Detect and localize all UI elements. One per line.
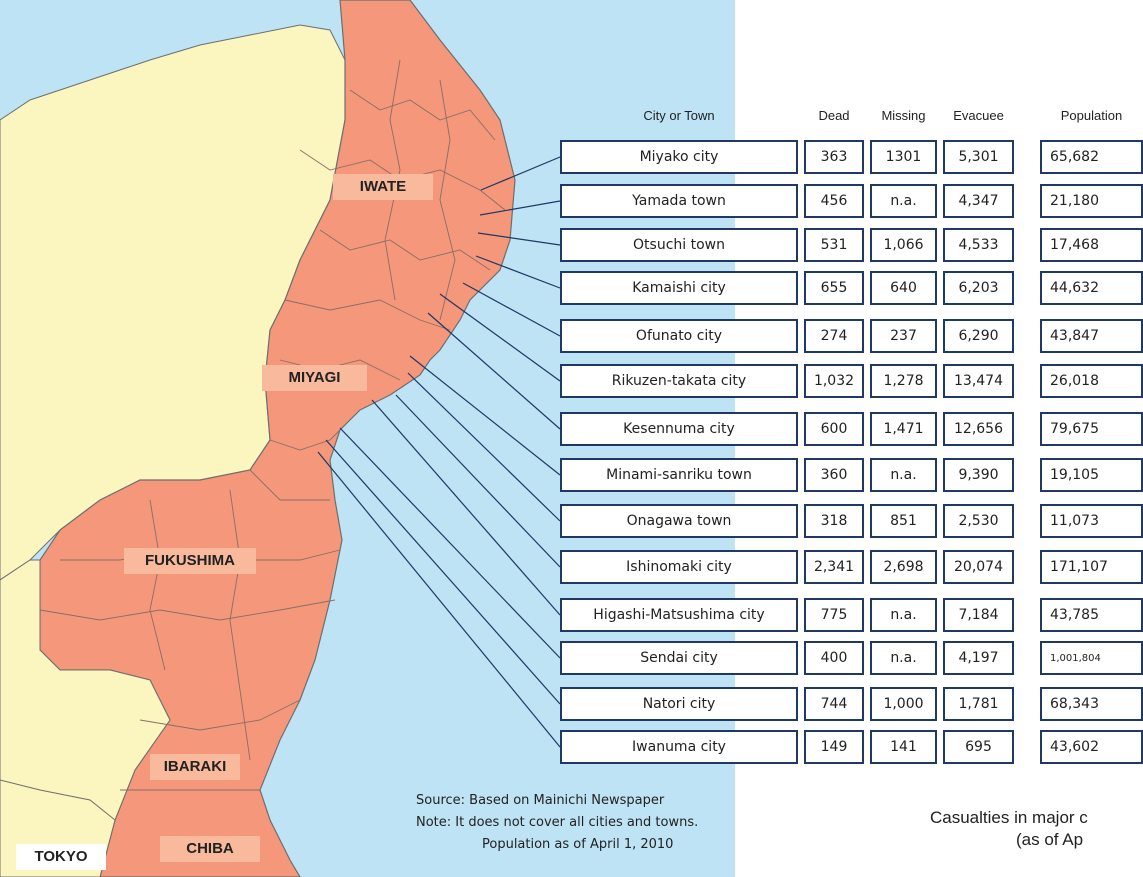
cell-evacuee: 6,203 — [943, 271, 1014, 305]
iwate-label: IWATE — [333, 174, 433, 200]
cell-missing: 237 — [870, 319, 937, 353]
cell-population: 43,847 — [1040, 319, 1143, 353]
cell-missing: 141 — [870, 730, 937, 764]
cell-population: 171,107 — [1040, 550, 1143, 584]
note-text: Note: It does not cover all cities and t… — [416, 815, 699, 830]
cell-evacuee: 2,530 — [943, 504, 1014, 538]
cell-dead: 600 — [804, 412, 864, 446]
tokyo-label: TOKYO — [16, 844, 106, 870]
cell-dead: 744 — [804, 687, 864, 721]
cell-evacuee: 1,781 — [943, 687, 1014, 721]
cell-missing: n.a. — [870, 641, 937, 675]
cell-population: 21,180 — [1040, 184, 1143, 218]
cell-population: 17,468 — [1040, 228, 1143, 262]
cell-missing: 1,278 — [870, 364, 937, 398]
header-dead: Dead — [818, 108, 850, 123]
cell-missing: 640 — [870, 271, 937, 305]
cell-dead: 149 — [804, 730, 864, 764]
fukushima-label: FUKUSHIMA — [124, 548, 256, 574]
source-text: Source: Based on Mainichi Newspaper — [416, 793, 665, 808]
cell-evacuee: 4,197 — [943, 641, 1014, 675]
cell-city: Otsuchi town — [560, 228, 798, 262]
cell-missing: 1,471 — [870, 412, 937, 446]
cell-city: Miyako city — [560, 140, 798, 174]
cell-city: Higashi-Matsushima city — [560, 598, 798, 632]
cell-population: 19,105 — [1040, 458, 1143, 492]
header-population: Population — [1060, 108, 1123, 123]
cell-missing: n.a. — [870, 458, 937, 492]
cell-dead: 1,032 — [804, 364, 864, 398]
chiba-label: CHIBA — [160, 836, 260, 862]
cell-city: Kesennuma city — [560, 412, 798, 446]
cell-city: Kamaishi city — [560, 271, 798, 305]
cell-city: Onagawa town — [560, 504, 798, 538]
cell-missing: 1,000 — [870, 687, 937, 721]
cell-population: 79,675 — [1040, 412, 1143, 446]
affected-region — [39, 0, 516, 877]
miyagi-label: MIYAGI — [262, 365, 367, 391]
cell-population: 43,785 — [1040, 598, 1143, 632]
cell-dead: 274 — [804, 319, 864, 353]
header-missing: Missing — [881, 108, 926, 123]
source-notes: Source: Based on Mainichi Newspaper Note… — [416, 790, 698, 856]
cell-population: 44,632 — [1040, 271, 1143, 305]
cell-population: 26,018 — [1040, 364, 1143, 398]
cell-population: 43,602 — [1040, 730, 1143, 764]
cell-city: Ishinomaki city — [560, 550, 798, 584]
cell-evacuee: 695 — [943, 730, 1014, 764]
leader-lines — [317, 156, 561, 748]
municipal-borders — [39, 59, 506, 791]
cell-evacuee: 13,474 — [943, 364, 1014, 398]
cell-evacuee: 6,290 — [943, 319, 1014, 353]
cell-population: 1,001,804 — [1040, 641, 1143, 675]
cell-missing: n.a. — [870, 598, 937, 632]
cell-population: 65,682 — [1040, 140, 1143, 174]
cell-missing: 1,066 — [870, 228, 937, 262]
cell-dead: 655 — [804, 271, 864, 305]
cell-city: Iwanuma city — [560, 730, 798, 764]
cell-population: 11,073 — [1040, 504, 1143, 538]
cell-population: 68,343 — [1040, 687, 1143, 721]
cell-evacuee: 20,074 — [943, 550, 1014, 584]
cell-city: Rikuzen-takata city — [560, 364, 798, 398]
cell-evacuee: 4,347 — [943, 184, 1014, 218]
cell-city: Natori city — [560, 687, 798, 721]
cell-city: Ofunato city — [560, 319, 798, 353]
cell-dead: 2,341 — [804, 550, 864, 584]
cell-city: Sendai city — [560, 641, 798, 675]
header-evacuee: Evacuee — [953, 108, 1004, 123]
cell-dead: 531 — [804, 228, 864, 262]
cell-evacuee: 5,301 — [943, 140, 1014, 174]
figure-caption: Casualties in major c (as of Ap — [930, 807, 1088, 851]
cell-dead: 400 — [804, 641, 864, 675]
caption-line-1: Casualties in major c — [930, 808, 1088, 827]
caption-line-2: (as of Ap — [1016, 830, 1084, 849]
ibaraki-label: IBARAKI — [150, 754, 240, 780]
cell-missing: 2,698 — [870, 550, 937, 584]
cell-city: Yamada town — [560, 184, 798, 218]
cell-dead: 363 — [804, 140, 864, 174]
header-city: City or Town — [643, 108, 715, 123]
cell-evacuee: 7,184 — [943, 598, 1014, 632]
cell-city: Minami-sanriku town — [560, 458, 798, 492]
cell-missing: 1301 — [870, 140, 937, 174]
cell-evacuee: 9,390 — [943, 458, 1014, 492]
cell-dead: 456 — [804, 184, 864, 218]
cell-dead: 775 — [804, 598, 864, 632]
cell-evacuee: 12,656 — [943, 412, 1014, 446]
cell-missing: n.a. — [870, 184, 937, 218]
cell-dead: 360 — [804, 458, 864, 492]
cell-dead: 318 — [804, 504, 864, 538]
cell-missing: 851 — [870, 504, 937, 538]
note-population-text: Population as of April 1, 2010 — [482, 837, 674, 852]
cell-evacuee: 4,533 — [943, 228, 1014, 262]
